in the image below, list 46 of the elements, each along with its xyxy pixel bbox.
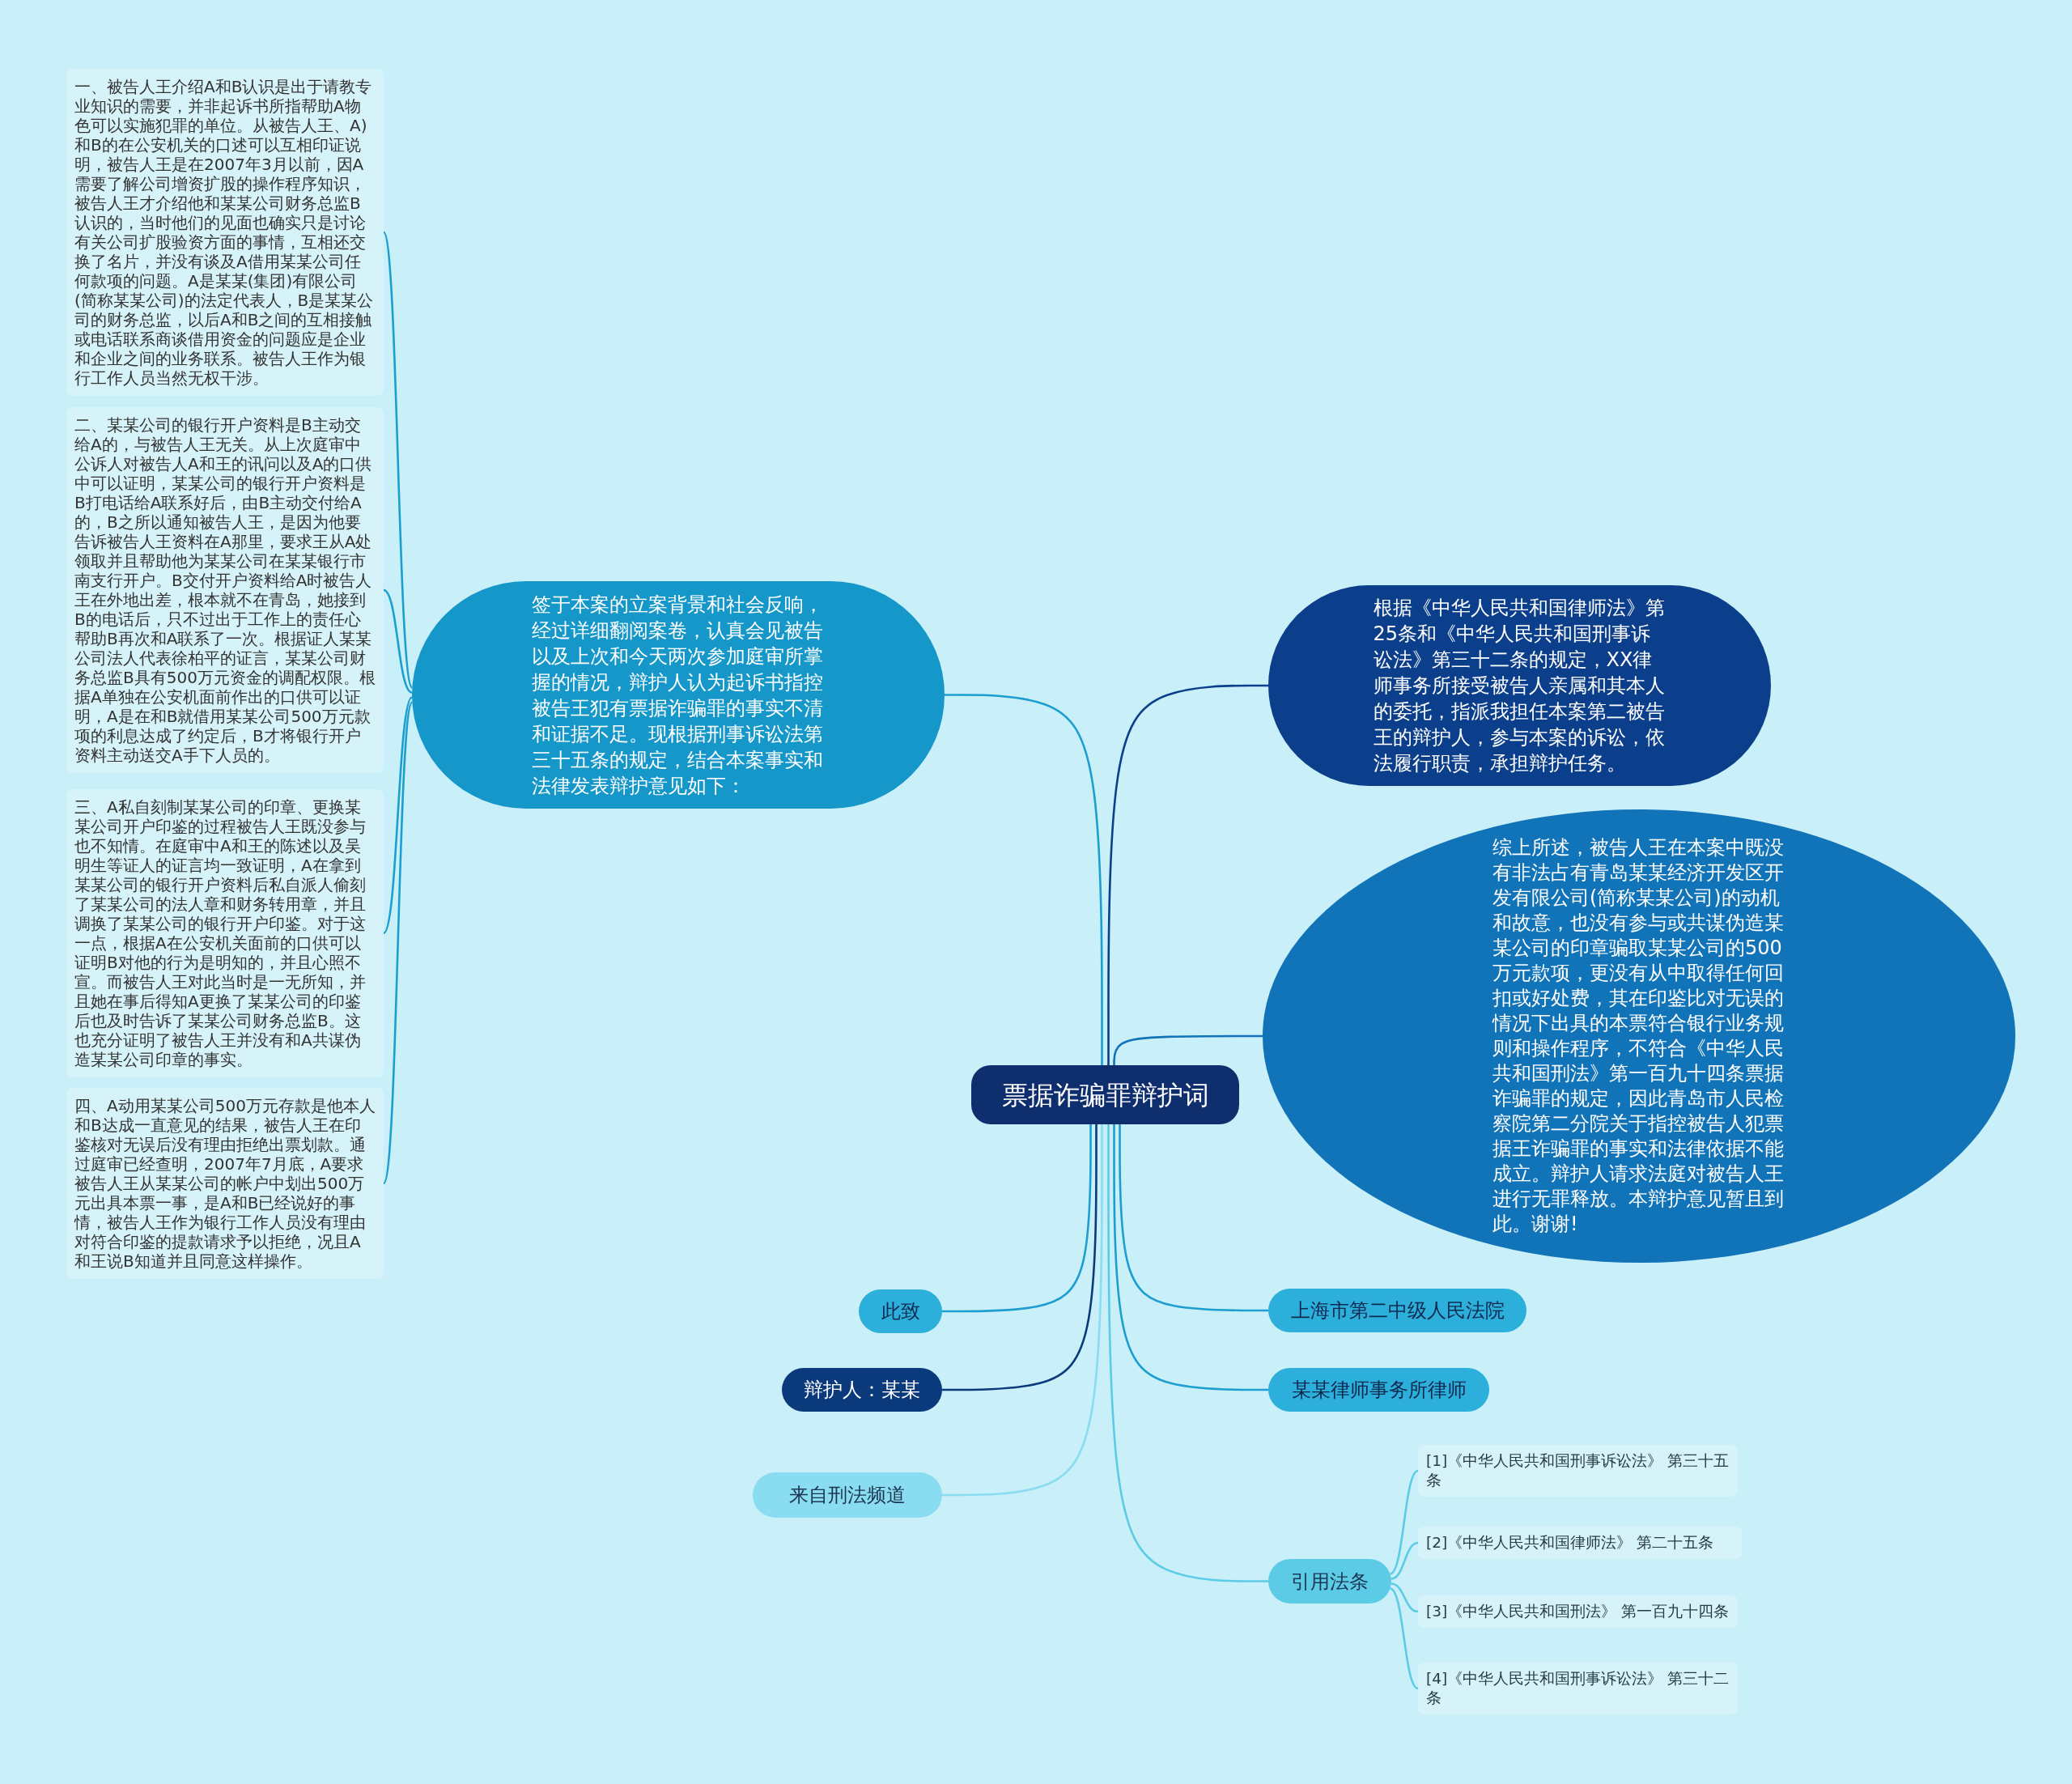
topic-pill (1268, 1559, 1391, 1603)
connector-line (940, 1123, 1103, 1497)
note-text: 三、A私自刻制某某公司的印章、更换某某公司开户印鉴的过程被告人王既没参与也不知情。在庭审中A和王的陈述以及吴明生等证人的证言均一致证明，A在拿到某某公司的银行开户资料后私自派人偷刻了某某公司的法人章和财务转用章，并且调换了某某公司的银行开户印鉴。对于这一点，根据A在公安机关面前的口供可以证明B对他的行为是明知的，并且心照不宣。而被告人王对此当时是一无所知，并且她在事后得知A更换了某某公司的印鉴后也及时告诉了某某公司财务总监B。这也充分证明了被告人王并没有和A共谋伪造某某公司印章的事实。 (74, 797, 367, 1069)
pill-text: 辩护人：某某 (804, 1378, 920, 1402)
topic-pill (1268, 1368, 1489, 1412)
pill-text: 来自刑法频道 (789, 1483, 906, 1507)
bubble-text: 根据《中华人民共和国律师法》第25条和《中华人民共和国刑事诉讼法》第三十二条的规定，XX律师事务所接受被告人亲属和其本人的委托，指派我担任本案第二被告王的辩护人，参与本案的诉讼，依法履行职责，承担辩护任务。 (1373, 596, 1666, 776)
connector-line (382, 702, 414, 1184)
reference-card (1418, 1527, 1742, 1559)
ellipse-text: 综上所述，被告人王在本案中既没有非法占有青岛某某经济开发区开发有限公司(简称某某公司)的动机和故意，也没有参与或共谋伪造某某公司的印章骗取某某公司的500万元款项，更没有从中取得任何回扣或好处费，其在印鉴比对无误的情况下出具的本票符合银行业务规则和操作程序，不符合《中华人民共和国刑法》第一百九十四条票据诈骗罪的规定，因此青岛市人民检察院第二分院关于指控被告人犯票据王诈骗罪的事实和法律依据不能成立。辩护人请求法庭对被告人王进行无罪释放。本辩护意见暂且到此。谢谢! (1492, 835, 1785, 1237)
note-text: 一、被告人王介绍A和B认识是出于请教专业知识的需要，并非起诉书所指帮助A物色可以实施犯罪的单位。从被告人王、A)和B的在公安机关的口述可以互相印证说明，被告人王是在2007年3月以前，因A需要了解公司增资扩股的操作程序知识，被告人王才介绍他和某某公司财务总监B认识的，当时他们的见面也确实只是讨论有关公司扩股验资方面的事情，互相还交换了名片，并没有谈及A借用某某公司任何款项的问题。A是某某(集团)有限公司(简称某某公司)的法定代表人，B是某某公司的财务总监，以后A和B之间的互相接触或电话联系商谈借用资金的问题应是企业和企业之间的业务联系。被告人王作为银行工作人员当然无权干涉。 (74, 77, 375, 388)
reference-card (1418, 1663, 1738, 1714)
connector-line (1389, 1587, 1419, 1690)
pill-text: 上海市第二中级人民法院 (1290, 1298, 1505, 1323)
connector-line (1107, 1123, 1270, 1582)
connector-line (1391, 1541, 1419, 1580)
connector-line (1391, 1582, 1419, 1613)
reference-text: [3]《中华人民共和国刑法》 第一百九十四条 (1426, 1602, 1730, 1621)
bubble-text: 签于本案的立案背景和社会反响，经过详细翻阅案卷，认真会见被告以及上次和今天两次参加庭审所掌握的情况，辩护人认为起诉书指控被告王犯有票据诈骗罪的事实不清和证据不足。现根据刑事诉讼法第三十五条的规定，结合本案事实和法律发表辩护意见如下： (532, 592, 824, 799)
connector-line (1113, 1123, 1270, 1391)
reference-card (1418, 1445, 1738, 1497)
pill-text: 此致 (881, 1299, 920, 1323)
note-text: 四、A动用某某公司500万元存款是他本人和B达成一直意见的结果，被告人王在印鉴核对无误后没有理由拒绝出票划款。通过庭审已经查明，2007年7月底，A要求被告人王从某某公司的帐户中划出500万元出具本票一事，是A和B已经说好的事情，被告人王作为银行工作人员没有理由对符合印鉴的提款请求予以拒绝，况且A和王说B知道并且同意这样操作。 (74, 1096, 376, 1271)
topic-pill (782, 1368, 942, 1412)
connector-line (1113, 1034, 1264, 1067)
topic-title: 票据诈骗罪辩护词 (1001, 1078, 1209, 1111)
connector-line (940, 1123, 1092, 1313)
reference-text: [4]《中华人民共和国刑事诉讼法》 第三十二条 (1426, 1669, 1730, 1708)
central-topic (971, 1065, 1239, 1124)
connector-line (1107, 684, 1270, 1067)
reference-card (1418, 1595, 1738, 1628)
topic-pill (1268, 1289, 1526, 1332)
connector-line (1389, 1469, 1419, 1575)
pill-text: 引用法条 (1291, 1569, 1369, 1594)
connector-line (940, 1123, 1098, 1391)
connector-line (943, 694, 1103, 1067)
connector-line (383, 588, 413, 694)
pill-text: 某某律师事务所律师 (1291, 1378, 1467, 1402)
reference-text: [2]《中华人民共和国律师法》 第二十五条 (1426, 1533, 1715, 1553)
connector-line (1119, 1123, 1270, 1312)
topic-pill (859, 1289, 942, 1333)
reference-text: [1]《中华人民共和国刑事诉讼法》 第三十五条 (1426, 1451, 1730, 1490)
connector-line (382, 696, 414, 934)
connector-line (382, 231, 414, 688)
topic-pill (753, 1472, 942, 1518)
note-text: 二、某某公司的银行开户资料是B主动交给A的，与被告人王无关。从上次庭审中公诉人对被告人A和王的讯问以及A的口供中可以证明，某某公司的银行开户资料是B打电话给A联系好后，由B主动交付给A的，B之所以通知被告人王，是因为他要告诉被告人王资料在A那里，要求王从A处领取并且帮助他为某某公司在某某银行市南支行开户。B交付开户资料给A时被告人王在外地出差，根本就不在青岛，她接到B的电话后，只不过出于工作上的责任心帮助B再次和A联系了一次。根据证人某某公司法人代表徐柏平的证言，某某公司财务总监B具有500万元资金的调配权限。根据A单独在公安机面前作出的口供可以证明，A是在和B就借用某某公司500万元款项的利息达成了约定后，B才将银行开户资料主动送交A手下人员的。 (74, 415, 376, 765)
